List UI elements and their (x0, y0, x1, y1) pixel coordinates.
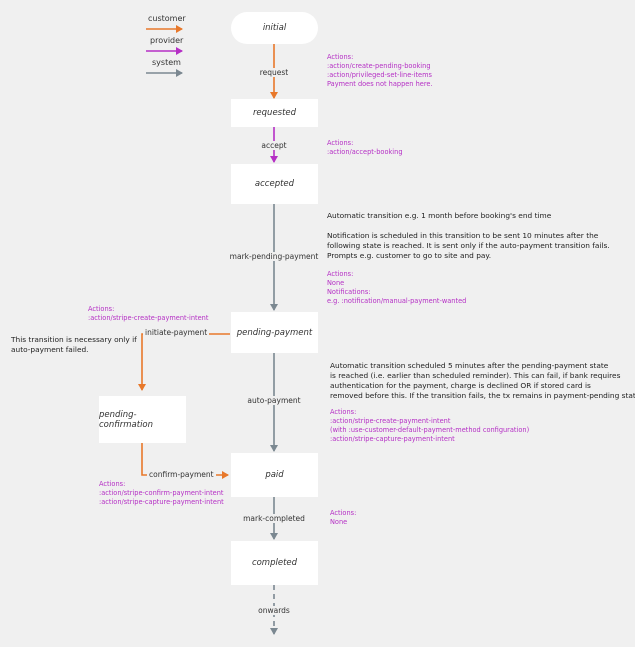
state-pending-payment: pending-payment (231, 312, 318, 353)
transition-label-accept: accept (259, 141, 289, 150)
note-mark-completed-actions: Actions: None (330, 509, 357, 526)
note-auto-payment-actions: Actions: :action/stripe-create-payment-i… (330, 408, 530, 443)
note-request-actions: Actions: :action/create-pending-booking … (327, 53, 433, 88)
transition-label-mark-completed: mark-completed (241, 514, 307, 523)
note-mark-pending-payment-actions: Actions: None Notifications: e.g. :notif… (327, 270, 467, 305)
state-completed: completed (231, 541, 318, 585)
state-initial: initial (231, 12, 318, 44)
legend-system-label: system (152, 58, 181, 67)
edge-initiate-payment (138, 333, 230, 391)
state-paid: paid (231, 453, 318, 497)
legend-customer-label: customer (148, 14, 186, 23)
note-accept-actions: Actions: :action/accept-booking (327, 139, 403, 156)
state-accepted: accepted (231, 164, 318, 204)
state-requested: requested (231, 99, 318, 127)
note-confirm-payment-actions: Actions: :action/stripe-confirm-payment-… (99, 480, 224, 506)
description-auto-payment: Automatic transition scheduled 5 minutes… (330, 361, 635, 400)
state-pending-confirmation: pending-confirmation (99, 396, 186, 443)
transition-label-initiate-payment: initiate-payment (143, 328, 210, 337)
legend-provider-label: provider (150, 36, 184, 45)
description-initiate-payment: This transition is necessary only if aut… (11, 335, 137, 354)
transition-label-confirm-payment: confirm-payment (147, 470, 216, 479)
transition-label-onwards: onwards (256, 606, 292, 615)
transition-label-mark-pending-payment: mark-pending-payment (227, 252, 321, 261)
transition-label-auto-payment: auto-payment (245, 396, 303, 405)
description-mark-pending-payment: Automatic transition e.g. 1 month before… (327, 211, 610, 260)
note-initiate-payment-actions: Actions: :action/stripe-create-payment-i… (88, 305, 209, 322)
transition-label-request: request (257, 68, 291, 77)
